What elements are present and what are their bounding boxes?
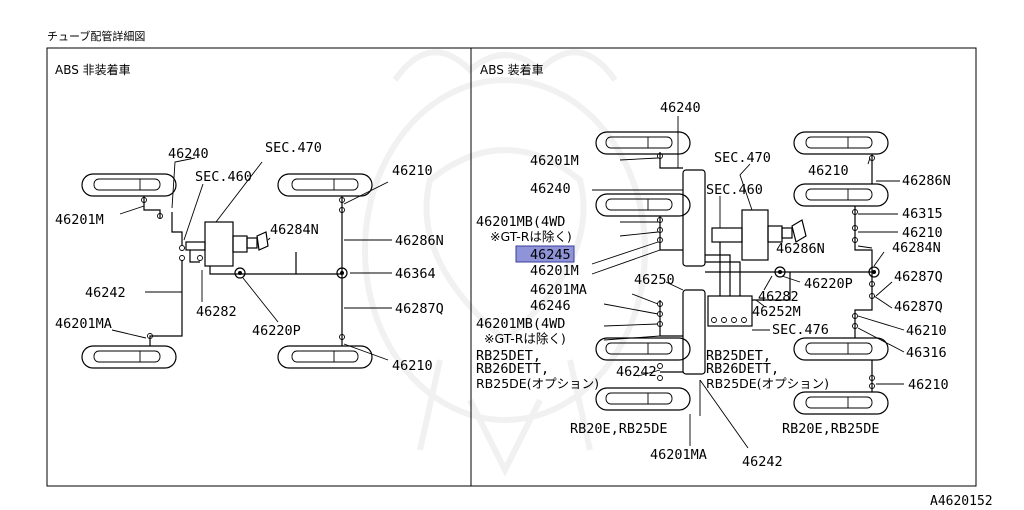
junction-46364 xyxy=(336,267,348,279)
right-drawing xyxy=(515,116,905,449)
wheel-r-rl-lower xyxy=(595,387,691,411)
abs-actuator xyxy=(707,295,753,327)
label-right-46286n-c: 46286N xyxy=(776,241,825,257)
label-left-46210-bot: 46210 xyxy=(392,358,433,374)
label-right-46287q-a: 46287Q xyxy=(894,269,943,285)
label-right-rb25de-r: RB25DE(オプション) xyxy=(706,376,829,391)
wheel-r-fr-lower xyxy=(793,183,889,207)
wheel-r-fl-upper xyxy=(595,131,691,155)
label-right-46284n: 46284N xyxy=(892,240,941,256)
label-right-rb26dett-r: RB26DETT, xyxy=(706,361,779,377)
label-right-46201mb-a: 46201MB(4WD xyxy=(476,214,565,230)
label-left-46201m: 46201M xyxy=(55,212,104,228)
master-cylinder xyxy=(185,221,269,267)
label-right-46201m-top: 46201M xyxy=(530,153,579,169)
wheel-rear-right xyxy=(277,345,373,369)
label-left-46242: 46242 xyxy=(85,285,126,301)
right-panel-heading: ABS 装着車 xyxy=(480,62,544,77)
label-right-46286n-r: 46286N xyxy=(902,173,951,189)
right-leaders xyxy=(591,116,905,449)
wheel-front-right xyxy=(277,173,373,197)
left-drawing xyxy=(81,157,392,369)
wheel-rear-left xyxy=(81,345,177,369)
wheel-r-rr-lower xyxy=(793,391,889,415)
label-left-46286n: 46286N xyxy=(395,233,444,249)
label-right-46210-r3: 46210 xyxy=(906,323,947,339)
junction-46220p xyxy=(234,267,246,279)
label-right-rb25det-l: RB25DET, xyxy=(476,348,541,364)
label-right-46316: 46316 xyxy=(906,345,947,361)
label-right-46210-tr: 46210 xyxy=(808,163,849,179)
label-left-46201ma: 46201MA xyxy=(55,316,112,332)
label-right-46287q-b: 46287Q xyxy=(894,299,943,315)
wheel-r-rr-upper xyxy=(793,337,889,361)
label-right-gtr-b: ※GT-Rは除く) xyxy=(484,331,566,346)
label-right-46220p: 46220P xyxy=(804,276,853,292)
label-right-46201m-mid: 46201M xyxy=(530,263,579,279)
center-bracket-lower xyxy=(682,289,706,375)
label-right-46242-bot: 46242 xyxy=(742,454,783,470)
label-right-rb25det-r: RB25DET, xyxy=(706,348,771,364)
label-left-46284n: 46284N xyxy=(270,222,319,238)
label-right-46201ma-bot: 46201MA xyxy=(650,447,707,463)
wheel-r-fr-upper xyxy=(793,131,889,155)
label-right-46201mb-b: 46201MB(4WD xyxy=(476,316,565,332)
label-right-46201ma: 46201MA xyxy=(530,282,587,298)
label-right-46210-r4: 46210 xyxy=(908,377,949,393)
label-right-46245: 46245 xyxy=(530,247,571,263)
label-right-rb25de-l: RB25DE(オプション) xyxy=(476,376,599,391)
label-right-gtr-a: ※GT-Rは除く) xyxy=(490,229,572,244)
label-right-46315: 46315 xyxy=(902,206,943,222)
label-right-46246: 46246 xyxy=(530,298,571,314)
label-left-46287q: 46287Q xyxy=(395,301,444,317)
label-left-46240: 46240 xyxy=(168,146,209,162)
center-bracket-upper xyxy=(682,169,706,267)
label-right-sec476: SEC.476 xyxy=(772,322,829,338)
left-fittings xyxy=(141,197,345,340)
label-right-sec470: SEC.470 xyxy=(714,150,771,166)
right-master-cylinder xyxy=(711,209,807,261)
page-title: チューブ配管詳細図 xyxy=(47,29,145,43)
label-left-46364: 46364 xyxy=(395,266,436,282)
figure-code: A4620152 xyxy=(930,494,993,509)
label-right-sec460: SEC.460 xyxy=(706,182,763,198)
label-right-46240-mid: 46240 xyxy=(530,181,571,197)
label-left-sec460: SEC.460 xyxy=(195,169,252,185)
junction-46220p-right xyxy=(774,266,786,278)
label-right-46242-l: 46242 xyxy=(616,364,657,380)
wheel-front-left xyxy=(81,173,177,197)
wheel-r-fl-lower xyxy=(595,193,691,217)
label-left-46282: 46282 xyxy=(196,304,237,320)
label-right-46240-top: 46240 xyxy=(660,100,701,116)
label-right-46250: 46250 xyxy=(634,272,675,288)
right-panel-frame xyxy=(470,47,977,487)
label-left-sec470: SEC.470 xyxy=(265,140,322,156)
label-right-rb20e-l: RB20E,RB25DE xyxy=(570,421,668,437)
watermark-emblem xyxy=(362,49,648,477)
label-left-46220p: 46220P xyxy=(252,323,301,339)
junction-46284n-right xyxy=(868,266,880,278)
label-left-46210-top: 46210 xyxy=(392,163,433,179)
wheel-r-rl-upper xyxy=(595,337,691,361)
label-right-rb26dett-l: RB26DETT, xyxy=(476,361,549,377)
label-right-46210-r2: 46210 xyxy=(902,225,943,241)
left-leaders xyxy=(111,157,392,361)
label-right-46282: 46282 xyxy=(758,289,799,305)
label-right-rb20e-r: RB20E,RB25DE xyxy=(782,421,880,437)
left-panel-heading: ABS 非装着車 xyxy=(55,62,131,77)
label-right-46252m: 46252M xyxy=(752,304,801,320)
highlight-46245[interactable] xyxy=(515,245,575,263)
